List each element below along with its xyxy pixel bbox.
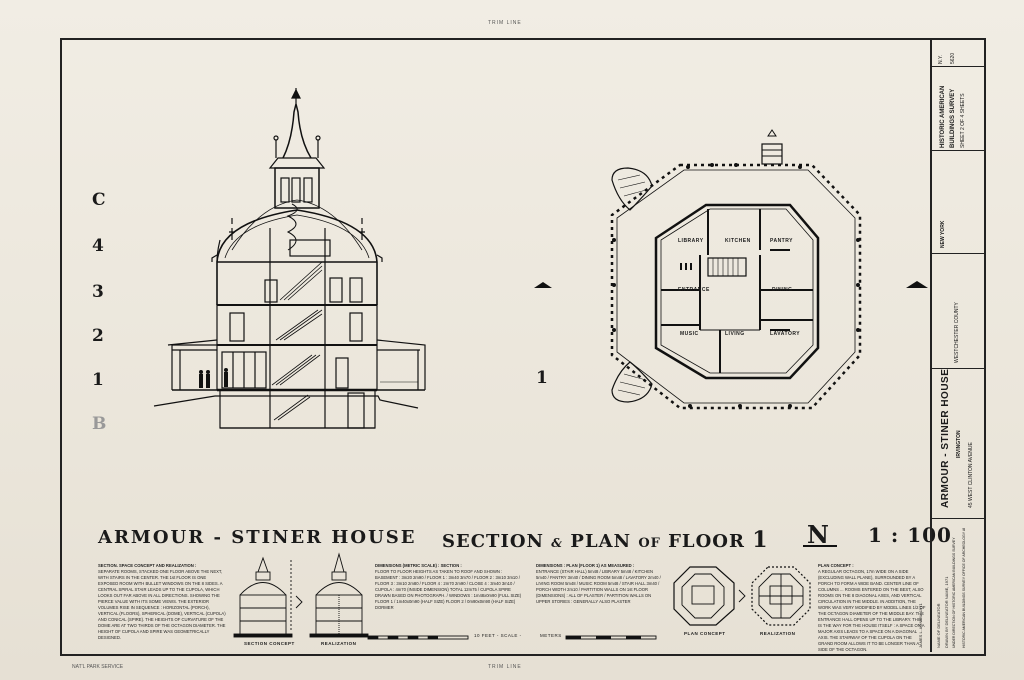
room-dining: DINING (772, 287, 793, 293)
address: 45 WEST CLINTON AVENUE (968, 442, 974, 508)
dimension-notes-heading: DIMENSIONS (METRIC SCALE) : SECTION : (375, 563, 462, 568)
room-library: LIBRARY (678, 238, 704, 244)
floor-index-3: 3 (92, 282, 104, 302)
meters-label: METERS (540, 633, 562, 638)
survey-name-mid: BUILDINGS SURVEY (950, 88, 956, 148)
room-kitchen: KITCHEN (725, 238, 751, 244)
scale-bar-label: 10 FEET - SCALE - (474, 633, 522, 638)
section-realization-caption: REALIZATION (321, 641, 357, 646)
room-living: LIVING (725, 331, 745, 337)
floor-index-cupola: C (92, 190, 106, 210)
survey-sheet: SHEET 2 OF 4 SHEETS (960, 93, 966, 148)
bottom-left-mark: NAT'L PARK SERVICE (72, 664, 124, 670)
survey-code: 5620 (950, 52, 956, 64)
title-floor-word: FLOOR (668, 531, 745, 552)
section-notes-body: SEPARATE ROOMS, STACKED ONE FLOOR ABOVE … (98, 569, 226, 640)
drawing-frame (60, 38, 986, 656)
survey-name-top: HISTORIC AMERICAN (940, 85, 946, 148)
title-section-word: SECTION (442, 531, 544, 552)
floor-index-1: 1 (92, 370, 104, 390)
plan-realization-caption: REALIZATION (760, 631, 796, 636)
section-concept-caption: SECTION CONCEPT (244, 641, 295, 646)
plan-dimension-heading: DIMENSIONS : PLAN (FLOOR 1) AS MEASURED … (536, 563, 635, 568)
sheet-title: SECTION & PLAN OF FLOOR 1 (442, 527, 769, 553)
direction-note: UNDER DIRECTION OF HISTORIC AMERICAN BUI… (952, 537, 956, 648)
drawing-scale: 1 : 100 (868, 523, 952, 547)
room-lavatory: LAVATORY (770, 331, 801, 337)
bottom-trim-mark: TRIM LINE (488, 664, 522, 670)
survey-number: N.Y. (938, 54, 944, 64)
office-note: HISTORIC AMERICAN BUILDINGS SURVEY OFFIC… (962, 528, 966, 648)
county-name: WESTCHESTER COUNTY (954, 302, 960, 363)
delineator-heading: NAME OF DELINEATOR (936, 603, 941, 648)
plan-dimension-notes: DIMENSIONS : PLAN (FLOOR 1) AS MEASURED … (536, 563, 664, 605)
dimension-notes: DIMENSIONS (METRIC SCALE) : SECTION : FL… (375, 563, 525, 611)
section-notes-heading: SECTION. SPACE CONCEPT AND REALIZATION : (98, 563, 197, 568)
floor-index-basement: B (92, 414, 107, 434)
room-pantry: PANTRY (770, 238, 793, 244)
room-music: MUSIC (680, 331, 699, 337)
north-arrow: N (803, 520, 837, 549)
title-of-word: OF (638, 536, 661, 551)
town-name: IRVINGTON (956, 430, 962, 458)
floor-index-4: 4 (92, 236, 104, 256)
top-trim-mark: TRIM LINE (488, 20, 522, 26)
delineator-name: DRAWN BY DELINEATOR NAME, 1971 (944, 576, 949, 648)
drawing-date: JAMES L. AGNEW, 1971 (918, 603, 923, 648)
title-block-house: ARMOUR - STINER HOUSE (940, 368, 951, 508)
plan-concept-notes: PLAN CONCEPT : A REGULAR OCTAGON, 17m WI… (818, 563, 926, 653)
floor-index-2: 2 (92, 326, 104, 346)
state-name: NEW YORK (940, 220, 946, 248)
section-notes: SECTION. SPACE CONCEPT AND REALIZATION :… (98, 563, 226, 641)
plan-dimension-body: ENTRANCE (STAIR HALL) 5m48 / LIBRARY 5m4… (536, 569, 661, 604)
title-amp: & (551, 536, 564, 550)
dimension-notes-body: FLOOR TO FLOOR HEIGHTS AS TAKEN TO ROOF … (375, 569, 522, 610)
house-title: ARMOUR - STINER HOUSE (98, 527, 417, 548)
plan-concept-body: A REGULAR OCTAGON, 17m WIDE ON A SIDE (E… (818, 569, 926, 652)
title-floor-number: 1 (752, 527, 769, 553)
title-plan-word: PLAN (570, 531, 632, 552)
plan-concept-caption: PLAN CONCEPT (684, 631, 726, 636)
room-entrance: ENTRANCE (678, 287, 710, 293)
plan-concept-heading: PLAN CONCEPT : (818, 563, 854, 568)
title-block: N.Y. 5620 HISTORIC AMERICAN BUILDINGS SU… (918, 38, 984, 652)
plan-floor-number: 1 (536, 368, 548, 388)
